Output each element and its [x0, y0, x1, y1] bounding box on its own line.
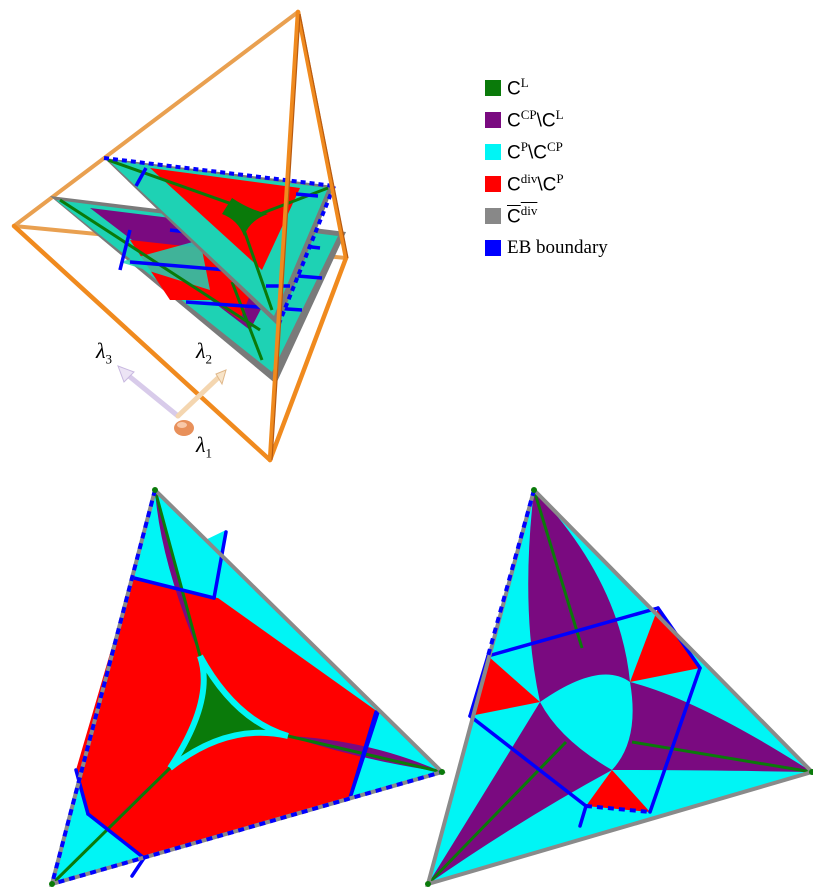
axis-label-lambda2: λ2 — [196, 338, 212, 367]
tetrahedron-front-edges-shade — [271, 13, 349, 461]
legend-label-ccp-minus-cl: CCP\CL — [507, 107, 564, 132]
legend-swatch-blue — [485, 240, 501, 256]
legend-swatch-gray — [485, 208, 501, 224]
slice-right-purple-top — [528, 490, 630, 702]
tetrahedron-3d-view — [11, 9, 349, 463]
legend-swatch-cyan — [485, 144, 501, 160]
legend-item-cdiv-closure: Cdiv — [485, 200, 608, 232]
lambda2-subscript: 2 — [205, 351, 213, 367]
legend-label-cdiv-closure: Cdiv — [507, 203, 538, 228]
legend-item-ccp-minus-cl: CCP\CL — [485, 104, 608, 136]
upper-slice — [103, 156, 336, 327]
legend-item-eb-boundary: EB boundary — [485, 232, 608, 264]
lambda3-symbol: λ — [96, 338, 106, 363]
legend-item-cl: CL — [485, 72, 608, 104]
axis-label-lambda1: λ1 — [196, 432, 212, 461]
legend-item-cdiv-minus-cp: Cdiv\CP — [485, 168, 608, 200]
slice-left-blue-corner-top — [132, 530, 226, 598]
tetrahedron-front-edges — [11, 9, 349, 463]
legend-label-cdiv-minus-cp: Cdiv\CP — [507, 171, 564, 196]
legend-swatch-green — [485, 80, 501, 96]
slice-right-red-2 — [630, 608, 700, 682]
legend-swatch-purple — [485, 112, 501, 128]
legend: CL CCP\CL CP\CCP Cdiv\CP Cdiv EB boundar… — [485, 72, 608, 264]
lambda2-symbol: λ — [196, 338, 206, 363]
slice-left-center-green — [172, 656, 288, 766]
slice-left — [49, 487, 446, 887]
lambda1-symbol: λ — [196, 432, 206, 457]
lambda3-subscript: 3 — [105, 351, 113, 367]
legend-swatch-red — [485, 176, 501, 192]
slice-right-red-1 — [470, 656, 540, 716]
slice-right — [425, 487, 813, 887]
slice-right-red-3 — [586, 770, 650, 812]
slice-right-purple-right — [612, 682, 812, 772]
legend-item-cp-minus-ccp: CP\CCP — [485, 136, 608, 168]
axis-arrows — [117, 365, 227, 436]
legend-label-cp-minus-ccp: CP\CCP — [507, 139, 563, 164]
legend-label-eb-boundary: EB boundary — [507, 237, 608, 258]
lambda1-subscript: 1 — [205, 445, 213, 461]
axis-label-lambda3: λ3 — [96, 338, 112, 367]
legend-label-cl: CL — [507, 75, 529, 100]
